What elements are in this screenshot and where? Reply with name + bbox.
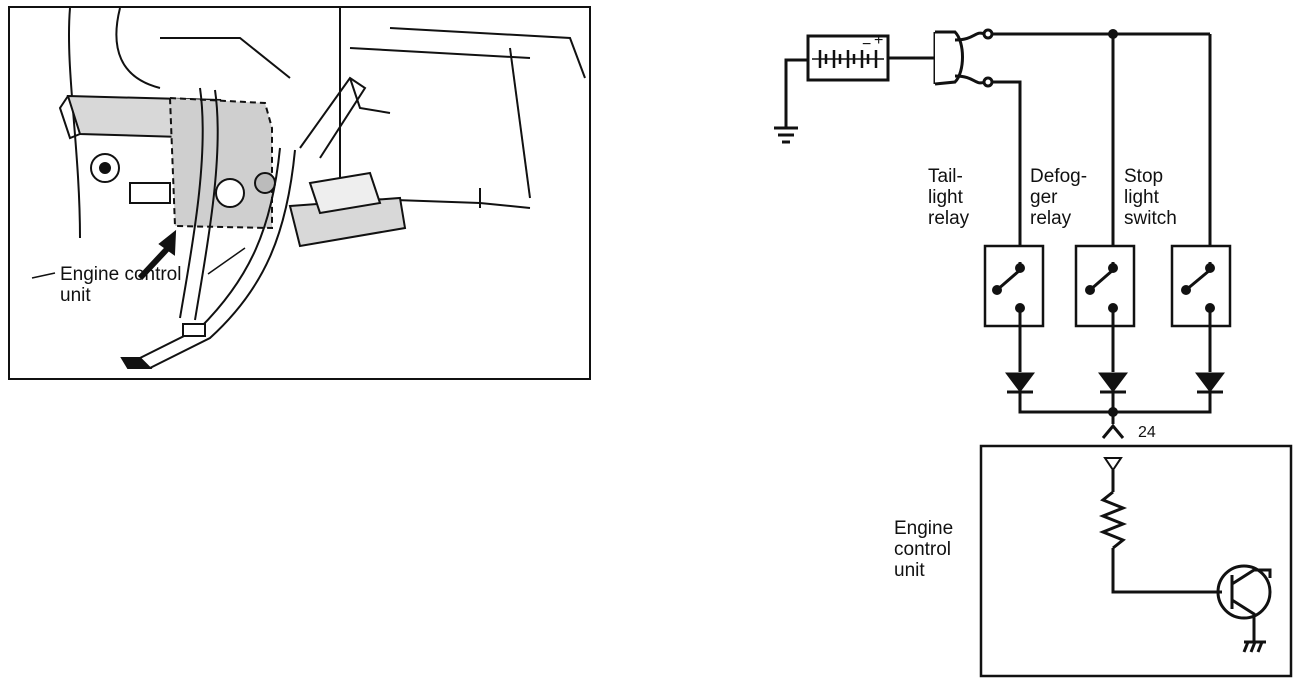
- junction-dot: [1108, 407, 1118, 417]
- battery-minus-label: −: [862, 36, 872, 53]
- ecu-box: [979, 444, 1293, 678]
- defogger-relay-box: [1074, 244, 1136, 328]
- stop-light-switch-label: Stop light switch: [1124, 166, 1177, 229]
- diode-icon: [1005, 372, 1035, 393]
- diode-icon: [1098, 372, 1128, 393]
- ecu-schematic-label: Engine control unit: [894, 518, 954, 581]
- diode-icon: [1195, 372, 1225, 393]
- taillight-relay-box: [983, 244, 1045, 328]
- resistor-icon: [1098, 490, 1128, 550]
- battery-ground-icon: [774, 126, 798, 144]
- terminal-number-label: 24: [1138, 424, 1156, 441]
- battery-ground-wire: [784, 58, 808, 128]
- taillight-relay-label: Tail- light relay: [928, 166, 970, 229]
- transistor-icon: [1216, 564, 1272, 620]
- stop-light-switch-box: [1170, 244, 1232, 328]
- ecu-callout-label: Engine control unit: [60, 264, 182, 306]
- ecu-location-illustration: Engine control unit: [8, 6, 591, 380]
- battery-plus-label: +: [874, 32, 884, 49]
- junction-dot: [1108, 29, 1118, 39]
- ecu-location-drawing: [31, 8, 586, 369]
- defogger-relay-label: Defog- ger relay: [1030, 166, 1088, 229]
